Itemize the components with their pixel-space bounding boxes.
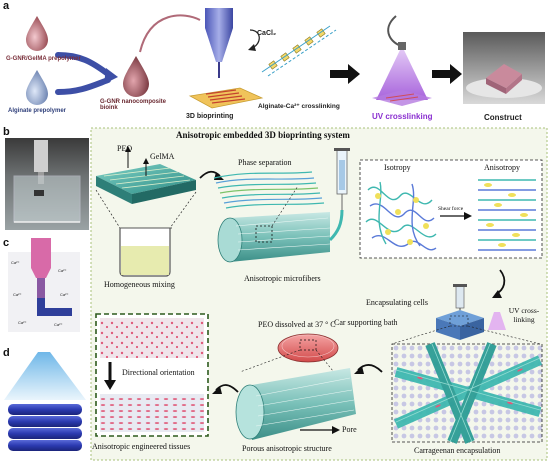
isotropy-label: Isotropy <box>384 163 411 172</box>
bioink-label: G-GNR nanocomposite bioink <box>100 99 167 111</box>
directional-orientation-label: Directional orientation <box>122 368 195 377</box>
panel-label-a: a <box>3 0 10 12</box>
bioprinting-label: 3D bioprinting <box>186 113 234 120</box>
construct-label: Construct <box>484 113 522 122</box>
uv-crosslinking-label: UV crosslinking <box>372 112 433 121</box>
panel-e-title: Anisotropic embedded 3D bioprinting syst… <box>176 130 350 140</box>
ca-ion-label-4: Ca²⁺ <box>60 292 69 297</box>
ca-ion-label-1: Ca²⁺ <box>11 260 20 265</box>
prepolymer-1-label: G-GNR/GelMA prepolymer <box>6 56 81 62</box>
phase-separation-label: Phase separation <box>238 158 292 167</box>
ca-ion-label-5: Ca²⁺ <box>18 320 27 325</box>
porous-structure-label: Porous anisotropic structure <box>242 444 332 453</box>
ca-ion-label-3: Ca²⁺ <box>13 292 22 297</box>
microfibers-label: Anisotropic microfibers <box>244 274 321 283</box>
uv-cross-linking-label: UV cross-linking <box>508 306 540 324</box>
crosslink-label: Alginate-Ca²⁺ crosslinking <box>258 103 340 110</box>
peo-label: PEO <box>117 144 133 153</box>
encapsulating-cells-label: Encapsulating cells <box>366 298 428 307</box>
bioink-droplet-icon <box>123 56 149 97</box>
carrageenan-label: Carrageenan encapsulation <box>414 446 501 455</box>
panel-a-illustration <box>26 8 545 109</box>
ca-ion-label-6: Ca²⁺ <box>54 322 63 327</box>
pore-label: Pore <box>342 425 357 434</box>
panel-label-b: b <box>3 126 10 138</box>
alginate-droplet-icon <box>26 70 48 105</box>
anisotropy-label: Anisotropy <box>484 163 520 172</box>
panel-label-c: c <box>3 237 10 249</box>
cacl2-label: CaCl₂ <box>257 30 277 37</box>
car-bath-label: Car supporting bath <box>334 318 398 327</box>
shear-force-label: Shear force <box>438 206 464 212</box>
gelma-label: GelMA <box>150 152 175 161</box>
gelma-droplet-icon <box>26 16 48 51</box>
panel-label-d: d <box>3 347 10 359</box>
homogeneous-mixing-label: Homogeneous mixing <box>104 280 175 289</box>
ca-ion-label-2: Ca²⁺ <box>58 268 67 273</box>
prepolymer-2-label: Alginate prepolymer <box>8 108 67 114</box>
peo-dissolved-label: PEO dissolved at 37 ° C <box>258 320 336 329</box>
anisotropic-tissues-label: Anisotropic engineered tissues <box>92 442 191 451</box>
